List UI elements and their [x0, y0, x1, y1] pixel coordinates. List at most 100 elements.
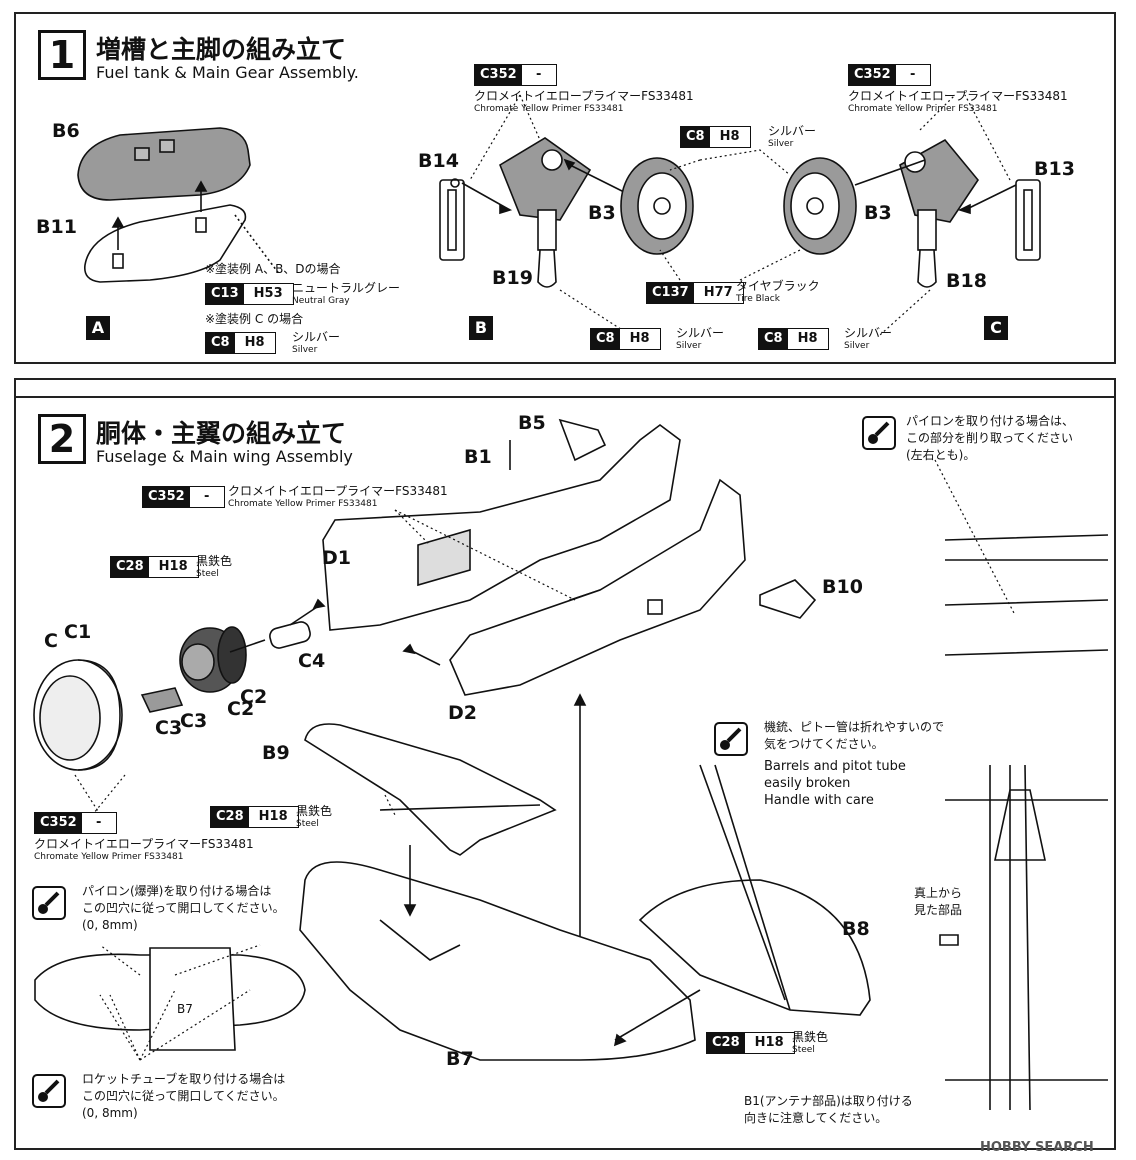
part-label-c4: C4	[298, 650, 326, 672]
caution-icon-pylon-bomb	[32, 886, 66, 920]
color-name-jp: シルバー	[768, 124, 817, 138]
color-name-en: Neutral Gray	[292, 296, 350, 306]
color-name-en: Steel	[196, 569, 219, 579]
gsi-code: C28	[211, 807, 249, 827]
part-b6-tank-top	[77, 127, 251, 201]
hobby-code: H8	[787, 329, 828, 349]
color-name-en: Silver	[676, 341, 702, 351]
color-name-jp: 黒鉄色	[296, 804, 333, 818]
note-pylon-bomb-3: (0, 8mm)	[82, 918, 138, 932]
note-pylon-bomb-2: この凹穴に従って開口してください。	[82, 901, 285, 915]
gsi-code: C8	[681, 127, 710, 147]
color-name-en: Steel	[792, 1045, 815, 1055]
gsi-code: C352	[143, 487, 190, 507]
step1-title-en: Fuel tank & Main Gear Assembly.	[96, 63, 359, 82]
color-name-en: Chromate Yellow Primer FS33481	[474, 104, 624, 114]
color-name-en: Silver	[292, 345, 318, 355]
hobby-code: -	[521, 65, 556, 85]
part-label-c-cowl: C	[44, 630, 58, 652]
subassembly-label-a: A	[86, 316, 110, 340]
color-code-chromate-right: C352-	[848, 64, 931, 86]
hobby-code: -	[189, 487, 224, 507]
note-top-view-2: 見た部品	[914, 903, 963, 917]
color-name-jp: クロメイトイエロープライマーFS33481	[34, 837, 254, 851]
gsi-code: C352	[475, 65, 522, 85]
part-label-b11: B11	[36, 216, 77, 238]
color-name-jp: シルバー	[292, 330, 341, 344]
hobby-code: -	[81, 813, 116, 833]
gsi-code: C352	[849, 65, 896, 85]
wheel-left	[620, 157, 694, 255]
part-label-b7: B7	[446, 1048, 474, 1070]
color-name-en: Silver	[768, 139, 794, 149]
watermark: HOBBY SEARCH	[980, 1140, 1094, 1155]
hobby-code: H18	[148, 557, 198, 577]
part-label-c2-b: C2	[227, 698, 255, 720]
part-b8-wing	[638, 879, 871, 1016]
part-label-b18: B18	[946, 270, 987, 292]
note-barrels-jp-2: 気をつけてください。	[764, 737, 884, 751]
part-label-b13: B13	[1034, 158, 1075, 180]
color-name-jp: クロメイトイエロープライマーFS33481	[228, 484, 448, 498]
note-pylon-cut-1: パイロンを取り付ける場合は、	[906, 414, 1075, 428]
step2-panel-divider	[14, 396, 1116, 398]
hobby-code: H18	[248, 807, 298, 827]
part-label-b19: B19	[492, 267, 533, 289]
part-b9-wing	[304, 723, 557, 856]
color-code-chromate-cowl: C352-	[34, 812, 117, 834]
caution-icon-rocket	[32, 1074, 66, 1108]
hobby-code: -	[895, 65, 930, 85]
color-name-en: Tire Black	[736, 294, 780, 304]
color-name-jp: 黒鉄色	[196, 554, 233, 568]
part-label-b5: B5	[518, 412, 546, 434]
note-barrels-en-2: easily broken	[764, 776, 851, 791]
part-label-b9: B9	[262, 742, 290, 764]
step2-panel	[14, 378, 1116, 1150]
step1-title-jp: 増槽と主脚の組み立て	[96, 35, 347, 64]
part-label-c2-a: C2	[240, 686, 268, 708]
hobby-code: H8	[234, 333, 275, 353]
color-name-jp: ニュートラルグレー	[292, 281, 401, 295]
color-name-en: Steel	[296, 819, 319, 829]
gsi-code: C8	[759, 329, 788, 349]
caution-icon-pylon-cut	[862, 416, 896, 450]
note-top-view-1: 真上から	[914, 886, 963, 900]
color-name-en: Silver	[844, 341, 870, 351]
hobby-code: H8	[619, 329, 660, 349]
note-pylon-cut-3: (左右とも)。	[906, 448, 976, 462]
wheel-right	[783, 157, 857, 255]
note-pylon-bomb-1: パイロン(爆弾)を取り付ける場合は	[82, 884, 272, 898]
gsi-code: C8	[591, 329, 620, 349]
color-name-jp: シルバー	[676, 326, 725, 340]
note-barrels-en-1: Barrels and pitot tube	[764, 759, 906, 774]
part-label-d2: D2	[448, 702, 477, 724]
step1-number: 1	[38, 30, 86, 80]
part-label-b3-left: B3	[588, 202, 616, 224]
part-label-b7-small: B7	[177, 1002, 193, 1016]
note-antenna-1: B1(アンテナ部品)は取り付ける	[744, 1094, 913, 1108]
note-barrels-en-3: Handle with care	[764, 793, 874, 808]
note-rocket-2: この凹穴に従って開口してください。	[82, 1089, 285, 1103]
gsi-code: C28	[707, 1033, 745, 1053]
part-b11-tank-bottom	[83, 204, 247, 283]
color-name-en: Chromate Yellow Primer FS33481	[228, 499, 378, 509]
part-b7-lower-wing	[299, 861, 696, 1061]
step2-title-jp: 胴体・主翼の組み立て	[96, 419, 347, 448]
gsi-code: C13	[206, 284, 244, 304]
gsi-code: C8	[206, 333, 235, 353]
color-name-en: Chromate Yellow Primer FS33481	[34, 852, 184, 862]
part-label-c3-a: C3	[155, 717, 183, 739]
part-label-c3-b: C3	[180, 710, 208, 732]
gsi-code: C137	[647, 283, 694, 303]
subassembly-label-c: C	[984, 316, 1008, 340]
color-name-jp: 黒鉄色	[792, 1030, 829, 1044]
color-name-jp: タイヤブラック	[736, 279, 820, 293]
